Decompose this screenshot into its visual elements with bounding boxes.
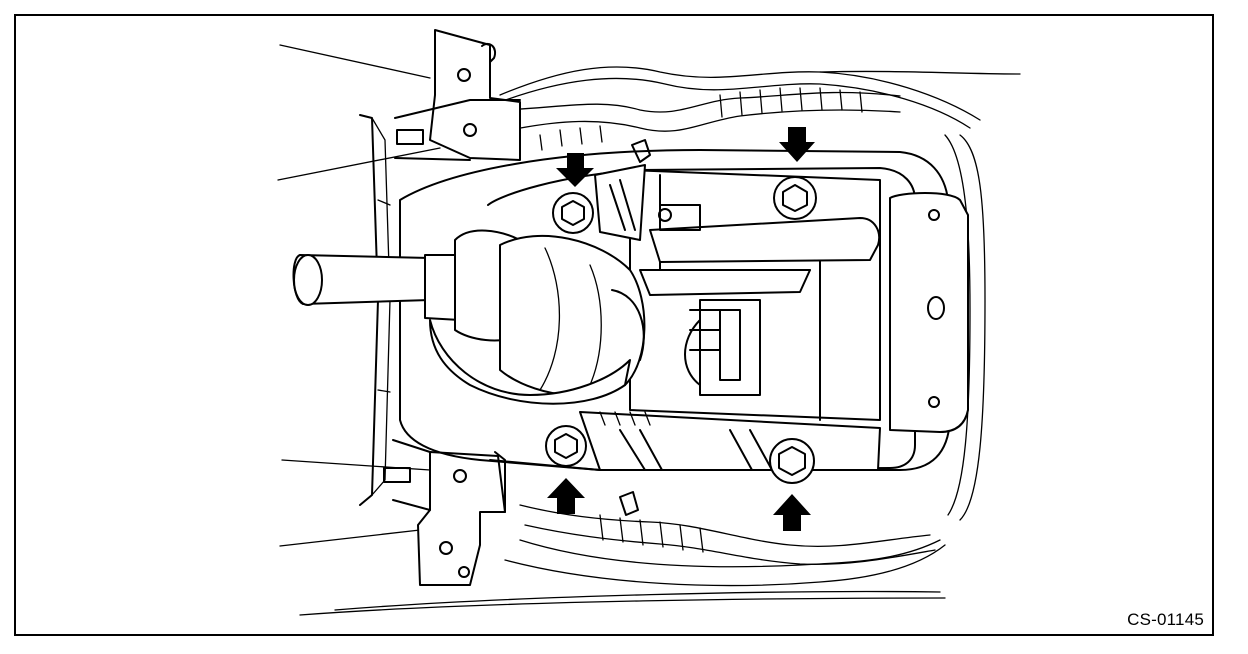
arrow-down-icon	[779, 127, 815, 162]
hex-bolt-icon	[769, 438, 815, 484]
hex-bolt-icon	[552, 192, 594, 234]
hex-bolt-icon	[773, 176, 817, 220]
arrow-up-icon	[773, 494, 811, 531]
figure-code-label: CS-01145	[1127, 610, 1204, 629]
arrow-down-icon	[556, 153, 594, 187]
arrow-up-icon	[547, 478, 585, 514]
hex-bolt-icon	[545, 425, 587, 467]
